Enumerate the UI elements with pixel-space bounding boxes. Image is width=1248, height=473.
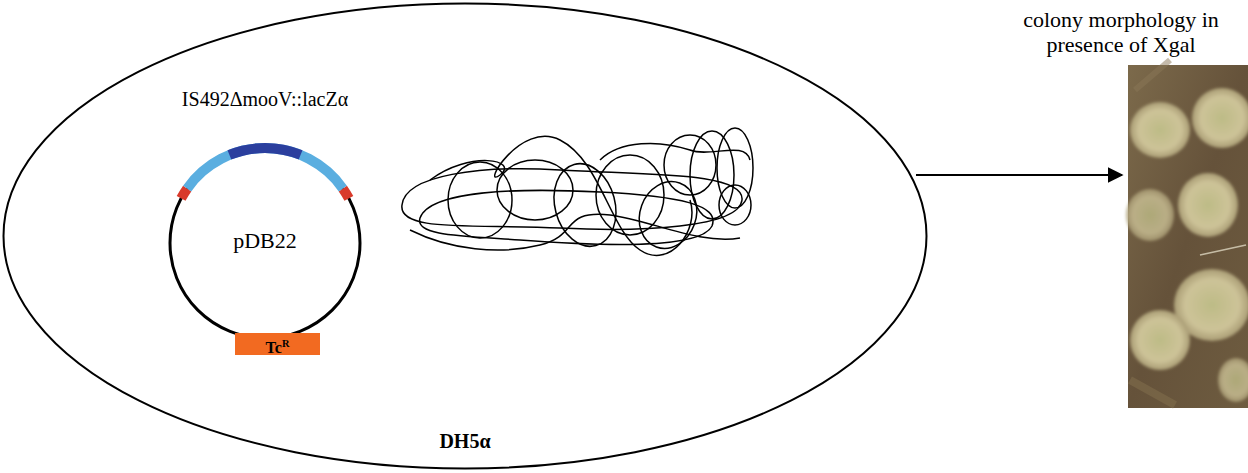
cell-membrane	[4, 4, 927, 469]
colony	[1218, 358, 1248, 402]
chromosome-loop	[596, 155, 664, 235]
chromosome-strand	[410, 214, 740, 250]
insert-sequence	[183, 143, 347, 191]
plate-scratch	[1200, 245, 1246, 255]
chromosome-loop	[497, 160, 573, 220]
plasmid-circle: TcRpDB22	[170, 148, 360, 338]
chromosome-loop	[630, 173, 706, 256]
plate-streak	[1130, 380, 1175, 405]
plate-streak	[1135, 60, 1170, 90]
resistance-gene-box: TcR	[235, 333, 320, 355]
colony	[1130, 102, 1190, 158]
chromosome-loop	[690, 131, 734, 219]
chromosome-loop	[664, 135, 716, 195]
lacz-fragment	[228, 143, 303, 160]
gene-name: TcR	[235, 333, 320, 359]
colony	[1178, 173, 1238, 237]
chromosome-loop	[717, 128, 753, 208]
cell-outline: TcRpDB22DH5α	[2, 2, 928, 470]
chromosome-strand	[430, 136, 692, 255]
colony-photo	[1126, 60, 1248, 408]
plasmid-name: pDB22	[170, 228, 360, 253]
insert-label: IS492ΔmooV::lacZα	[115, 88, 415, 111]
chromosome-strand	[600, 143, 750, 160]
cell-ellipse	[2, 2, 928, 470]
colony	[1192, 88, 1248, 148]
photo-heading: colony morphology in presence of Xgal	[994, 7, 1248, 57]
chromosome-loop	[420, 190, 713, 244]
cell-name: DH5α	[2, 430, 928, 453]
process-arrow	[916, 174, 1122, 176]
chromosome-loop	[719, 185, 751, 225]
colony	[1130, 310, 1190, 370]
chromosome-squiggle	[402, 128, 753, 257]
colony-photo-frame: colony morphology in presence of Xgal	[1128, 65, 1248, 408]
colony	[1126, 189, 1174, 241]
